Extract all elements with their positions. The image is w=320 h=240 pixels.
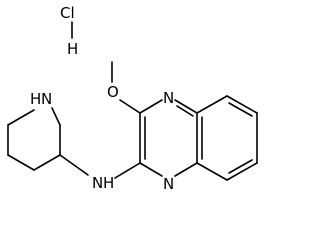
- amine-hydrogen-label: H: [103, 174, 114, 192]
- ring-bond: [7, 109, 35, 126]
- pyrazine-bottom-nitrogen-label: N: [163, 175, 174, 193]
- piperidine-nitrogen-label: N: [41, 90, 52, 108]
- chlorine-atom-label: Cl: [60, 4, 75, 22]
- ring-bond: [7, 154, 35, 171]
- benzene-ring: [196, 95, 258, 181]
- amine-nitrogen-label: N: [92, 174, 103, 192]
- ring-bond: [174, 99, 198, 114]
- amine-to-ring-bond: [114, 162, 141, 179]
- methoxy-oxygen-label: O: [107, 83, 119, 101]
- methoxy-group: O: [107, 61, 141, 114]
- double-bond-inner: [228, 102, 253, 117]
- ring-bond: [174, 162, 198, 177]
- oxygen-to-ring-bond: [119, 99, 141, 114]
- ring-bond: [139, 162, 163, 177]
- ring-to-amine-bond: [59, 154, 89, 176]
- ring-bond: [226, 95, 258, 114]
- chemical-structure-diagram: Cl H H N N H O N N: [7, 4, 258, 193]
- ring-bond: [226, 162, 258, 181]
- piperidine-ring: H N: [7, 90, 61, 171]
- hydrogen-atom-label: H: [67, 40, 78, 58]
- ring-bond: [196, 162, 228, 181]
- amine-linker: N H: [59, 154, 141, 192]
- ring-bond: [139, 99, 163, 114]
- hydrochloride-salt: Cl H: [60, 4, 78, 58]
- ring-bond: [196, 95, 228, 114]
- ring-bond: [33, 154, 61, 171]
- piperidine-nh-hydrogen-label: H: [30, 90, 41, 108]
- pyrazine-top-nitrogen-label: N: [163, 89, 174, 107]
- pyrazine-ring: N N: [139, 89, 198, 193]
- double-bond-inner: [228, 159, 253, 174]
- double-bond-inner: [176, 105, 194, 117]
- ring-bond: [51, 107, 61, 126]
